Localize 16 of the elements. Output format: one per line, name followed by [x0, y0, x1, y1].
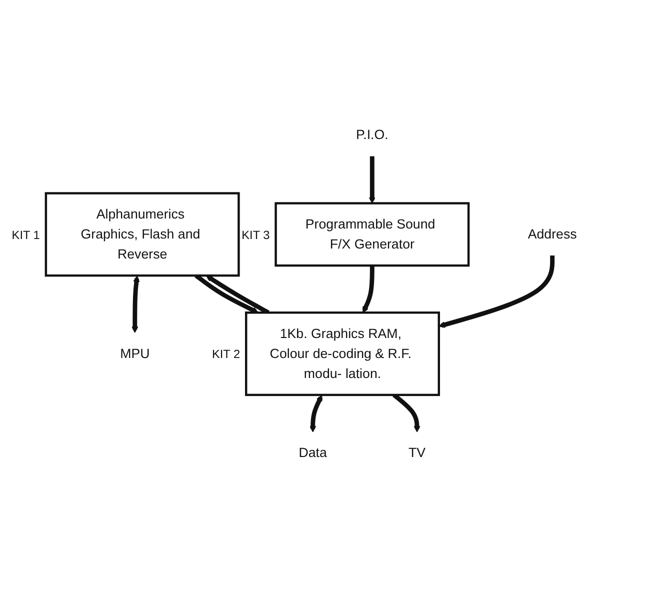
kit-label: KIT 2: [212, 347, 240, 362]
kit-label: KIT 1: [12, 228, 40, 242]
arrow: [438, 256, 555, 328]
node-text: MPU: [120, 346, 150, 362]
arrow: [310, 395, 323, 433]
arrow: [132, 276, 140, 334]
node-text: Data: [298, 446, 327, 461]
node-text: TV: [408, 446, 426, 461]
node-box: 1Kb. Graphics RAM, Colour de-coding & R.F. modu- lation.: [245, 312, 440, 396]
node-box: Alphanumerics Graphics, Flash and Reverse: [44, 192, 240, 278]
node-text: Address: [528, 227, 577, 242]
node-box: Programmable Sound F/X Generator: [274, 202, 470, 268]
arrow: [368, 156, 376, 204]
node-text: P.I.O.: [356, 128, 388, 143]
arrow: [362, 266, 374, 314]
kit-label: KIT 3: [242, 228, 270, 242]
